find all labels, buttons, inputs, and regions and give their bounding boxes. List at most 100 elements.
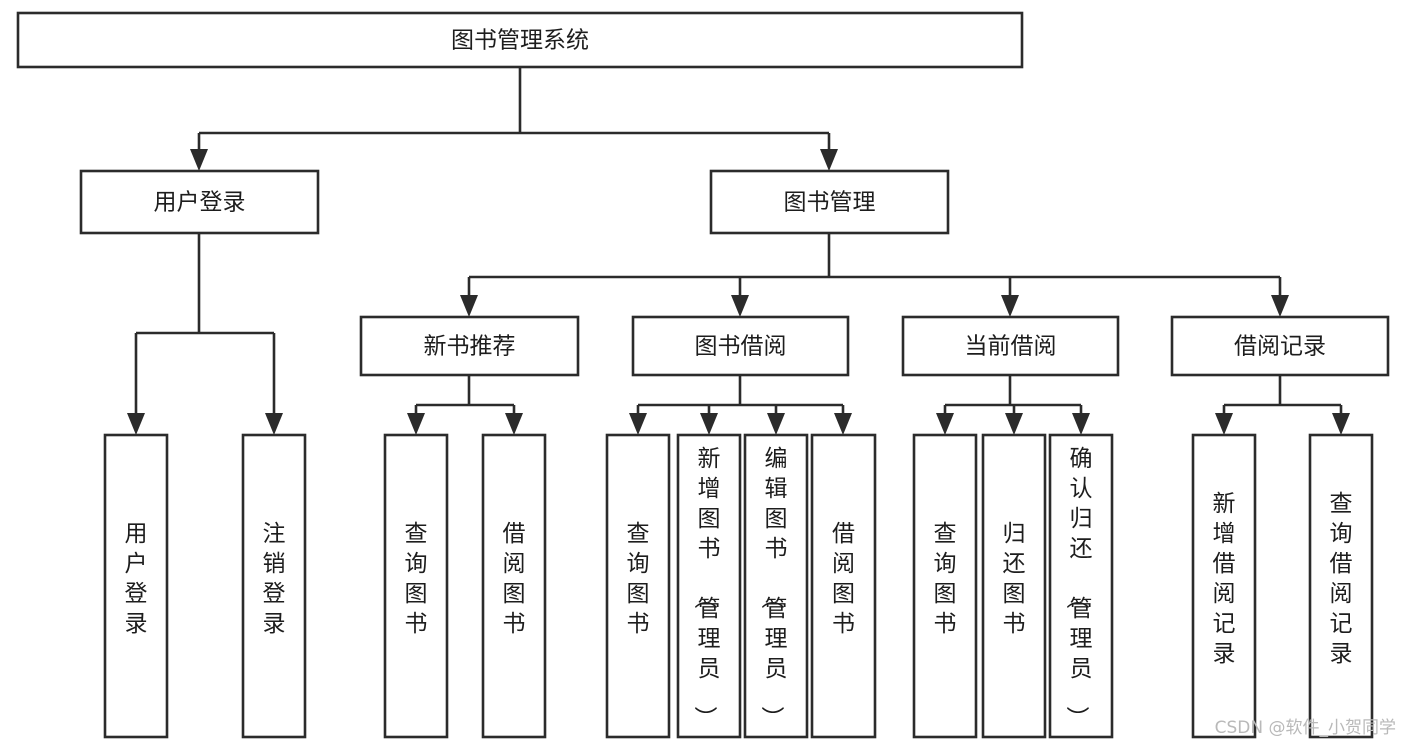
rail-current-borrow xyxy=(945,375,1081,407)
node-label-char: 管 xyxy=(765,596,788,622)
arrow-leaf-return-book xyxy=(1005,405,1023,435)
node-label: 新增图书（管理员） xyxy=(692,446,721,729)
node-leaf-borrow-book-rec[interactable]: 借阅图书 xyxy=(481,433,547,739)
node-leaf-query-book-rec[interactable]: 查询图书 xyxy=(383,433,449,739)
node-label: 确认归还（管理员） xyxy=(1064,446,1093,729)
arrow-head-icon xyxy=(629,413,647,435)
arrow-leaf-user-login xyxy=(127,333,145,435)
node-borrow-record[interactable]: 借阅记录 xyxy=(1170,315,1390,377)
node-label-char: 登 xyxy=(263,581,286,607)
node-label-char: 书 xyxy=(405,611,428,637)
node-label-char: ） xyxy=(692,706,718,729)
node-new-book-rec[interactable]: 新书推荐 xyxy=(359,315,580,377)
node-label: 查询图书 xyxy=(934,521,957,637)
node-leaf-query-book-bor[interactable]: 查询图书 xyxy=(605,433,671,739)
node-leaf-edit-book[interactable]: 编辑图书（管理员） xyxy=(743,433,809,739)
node-label-char: 管 xyxy=(1070,596,1093,622)
rail-user-login xyxy=(136,233,274,335)
node-box xyxy=(981,433,1047,739)
node-box xyxy=(1191,433,1257,739)
node-box xyxy=(1048,433,1114,739)
arrow-current-borrow xyxy=(1001,277,1019,317)
node-leaf-user-login[interactable]: 用户登录 xyxy=(103,433,169,739)
node-leaf-add-book[interactable]: 新增图书（管理员） xyxy=(676,433,742,739)
node-label-char: 图 xyxy=(1003,581,1026,607)
arrow-head-icon xyxy=(1005,413,1023,435)
node-label-char: 录 xyxy=(125,611,148,637)
node-leaf-add-record[interactable]: 新增借阅记录 xyxy=(1191,433,1257,739)
node-label-char: 归 xyxy=(1070,506,1093,532)
node-label-char: 询 xyxy=(627,551,650,577)
node-layer: 图书管理系统用户登录图书管理新书推荐图书借阅当前借阅借阅记录用户登录注销登录查询… xyxy=(16,11,1390,739)
node-label-char: ） xyxy=(1064,706,1090,729)
node-label-char: 询 xyxy=(1330,521,1353,547)
node-book-borrow[interactable]: 图书借阅 xyxy=(631,315,850,377)
node-label-char: 阅 xyxy=(503,551,526,577)
node-label: 当前借阅 xyxy=(965,334,1057,360)
node-box xyxy=(481,433,547,739)
connector-layer xyxy=(136,67,1341,407)
arrow-head-icon xyxy=(731,295,749,317)
arrow-leaf-logout xyxy=(265,333,283,435)
node-label: 编辑图书（管理员） xyxy=(759,446,788,729)
node-label-char: 图 xyxy=(503,581,526,607)
node-box xyxy=(605,433,671,739)
arrow-head-icon xyxy=(127,413,145,435)
node-label-char: 增 xyxy=(1213,521,1236,547)
arrow-leaf-edit-book xyxy=(767,405,785,435)
arrow-leaf-borrow-book-rec xyxy=(505,405,523,435)
node-label-char: 询 xyxy=(405,551,428,577)
node-label-char: 认 xyxy=(1070,476,1093,502)
node-label-char: 员 xyxy=(765,656,788,682)
arrow-head-icon xyxy=(460,295,478,317)
node-leaf-return-book[interactable]: 归还图书 xyxy=(981,433,1047,739)
node-label-char: 借 xyxy=(503,521,526,547)
arrow-layer xyxy=(127,133,1350,435)
node-label: 查询图书 xyxy=(627,521,650,637)
node-label: 用户登录 xyxy=(125,521,148,637)
node-label-char: 还 xyxy=(1003,551,1026,577)
node-label-char: 借 xyxy=(1213,551,1236,577)
node-box xyxy=(1170,315,1390,377)
arrow-head-icon xyxy=(1271,295,1289,317)
node-label-char: 理 xyxy=(698,626,721,652)
node-label-char: 户 xyxy=(125,551,148,577)
node-label: 借阅图书 xyxy=(503,521,526,637)
arrow-book-borrow xyxy=(731,277,749,317)
node-label: 借阅图书 xyxy=(832,521,855,637)
node-box xyxy=(79,169,320,235)
rail-book-manage xyxy=(469,233,1280,279)
node-label-char: 用 xyxy=(125,521,148,547)
arrow-leaf-query-book-cur xyxy=(936,405,954,435)
arrow-head-icon xyxy=(820,149,838,171)
node-user-login[interactable]: 用户登录 xyxy=(79,169,320,235)
node-leaf-logout[interactable]: 注销登录 xyxy=(241,433,307,739)
node-leaf-borrow-book-bor[interactable]: 借阅图书 xyxy=(810,433,877,739)
node-label-char: 书 xyxy=(832,611,855,637)
node-label-char: 书 xyxy=(627,611,650,637)
node-label-char: ） xyxy=(759,706,785,729)
node-leaf-query-book-cur[interactable]: 查询图书 xyxy=(912,433,978,739)
node-label-char: 确 xyxy=(1070,446,1093,472)
node-label: 借阅记录 xyxy=(1234,334,1326,360)
node-label-char: 理 xyxy=(1070,626,1093,652)
rail-root xyxy=(199,67,829,135)
node-book-manage[interactable]: 图书管理 xyxy=(709,169,950,235)
node-label-char: 员 xyxy=(698,656,721,682)
node-label-char: 图 xyxy=(627,581,650,607)
node-leaf-query-record[interactable]: 查询借阅记录 xyxy=(1308,433,1374,739)
node-label-char: 书 xyxy=(698,536,721,562)
arrow-head-icon xyxy=(767,413,785,435)
node-label: 图书管理 xyxy=(784,190,876,216)
node-current-borrow[interactable]: 当前借阅 xyxy=(901,315,1120,377)
arrow-leaf-query-book-bor xyxy=(629,405,647,435)
node-label-char: （ xyxy=(1064,586,1090,609)
arrow-leaf-add-book xyxy=(700,405,718,435)
node-label-char: 书 xyxy=(1003,611,1026,637)
arrow-leaf-add-record xyxy=(1215,405,1233,435)
node-root[interactable]: 图书管理系统 xyxy=(16,11,1024,69)
node-leaf-confirm-return[interactable]: 确认归还（管理员） xyxy=(1048,433,1114,739)
node-label-char: 录 xyxy=(263,611,286,637)
node-label-char: 查 xyxy=(1330,491,1353,517)
